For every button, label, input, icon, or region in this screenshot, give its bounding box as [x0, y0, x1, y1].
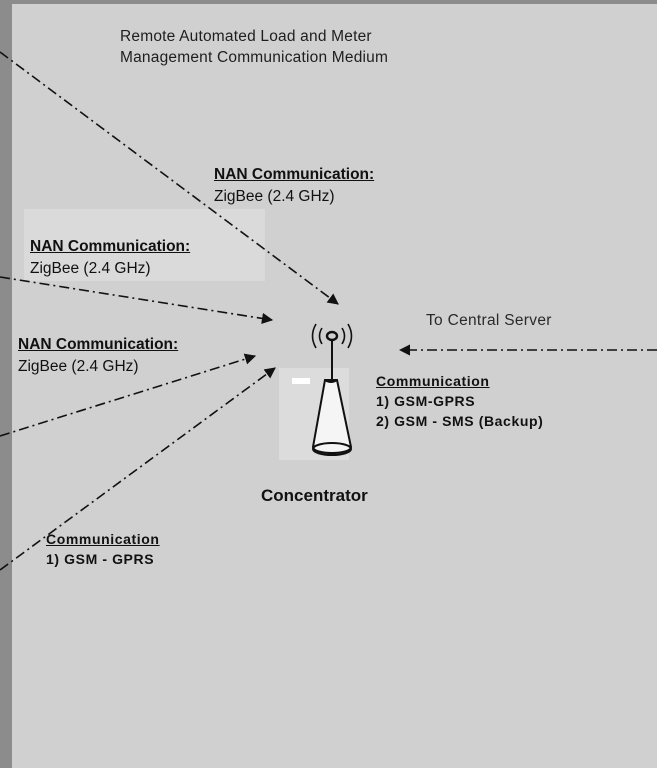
- link-lower-left-to-concentrator: [0, 353, 257, 437]
- antenna-tower-icon: [279, 341, 353, 460]
- comm-line-1: 1) GSM-GPRS: [376, 393, 476, 409]
- nan-value: ZigBee (2.4 GHz): [18, 358, 139, 375]
- nan-heading: NAN Communication:: [214, 166, 375, 183]
- nan-value: ZigBee (2.4 GHz): [214, 188, 335, 205]
- signal-waves-icon: [311, 323, 353, 349]
- comm-line-1: 1) GSM - GPRS: [46, 551, 155, 567]
- comm-heading: Communication: [46, 531, 160, 547]
- comm-line-2: 2) GSM - SMS (Backup): [376, 413, 544, 429]
- label-highlight-box: [24, 209, 265, 281]
- diagram-title: Remote Automated Load and Meter Manageme…: [120, 26, 388, 68]
- link-middle-left-to-concentrator: [0, 276, 274, 324]
- title-line-1: Remote Automated Load and Meter: [120, 28, 372, 45]
- nan-heading: NAN Communication:: [30, 238, 191, 255]
- meter-comm-block: Communication 1) GSM - GPRS: [46, 529, 160, 569]
- concentrator-comm-block: Communication 1) GSM-GPRS 2) GSM - SMS (…: [376, 371, 543, 431]
- nan-label-middle: NAN Communication: ZigBee (2.4 GHz): [30, 236, 190, 280]
- concentrator-label: Concentrator: [261, 486, 368, 505]
- comm-heading: Communication: [376, 373, 490, 389]
- nan-label-lower: NAN Communication: ZigBee (2.4 GHz): [18, 334, 178, 378]
- link-bottom-left-to-concentrator: [0, 367, 276, 571]
- central-server-label: To Central Server: [426, 312, 552, 329]
- nan-label-top: NAN Communication: ZigBee (2.4 GHz): [214, 164, 374, 208]
- nan-heading: NAN Communication:: [18, 336, 179, 353]
- title-line-2: Management Communication Medium: [120, 49, 389, 66]
- nan-value: ZigBee (2.4 GHz): [30, 260, 151, 277]
